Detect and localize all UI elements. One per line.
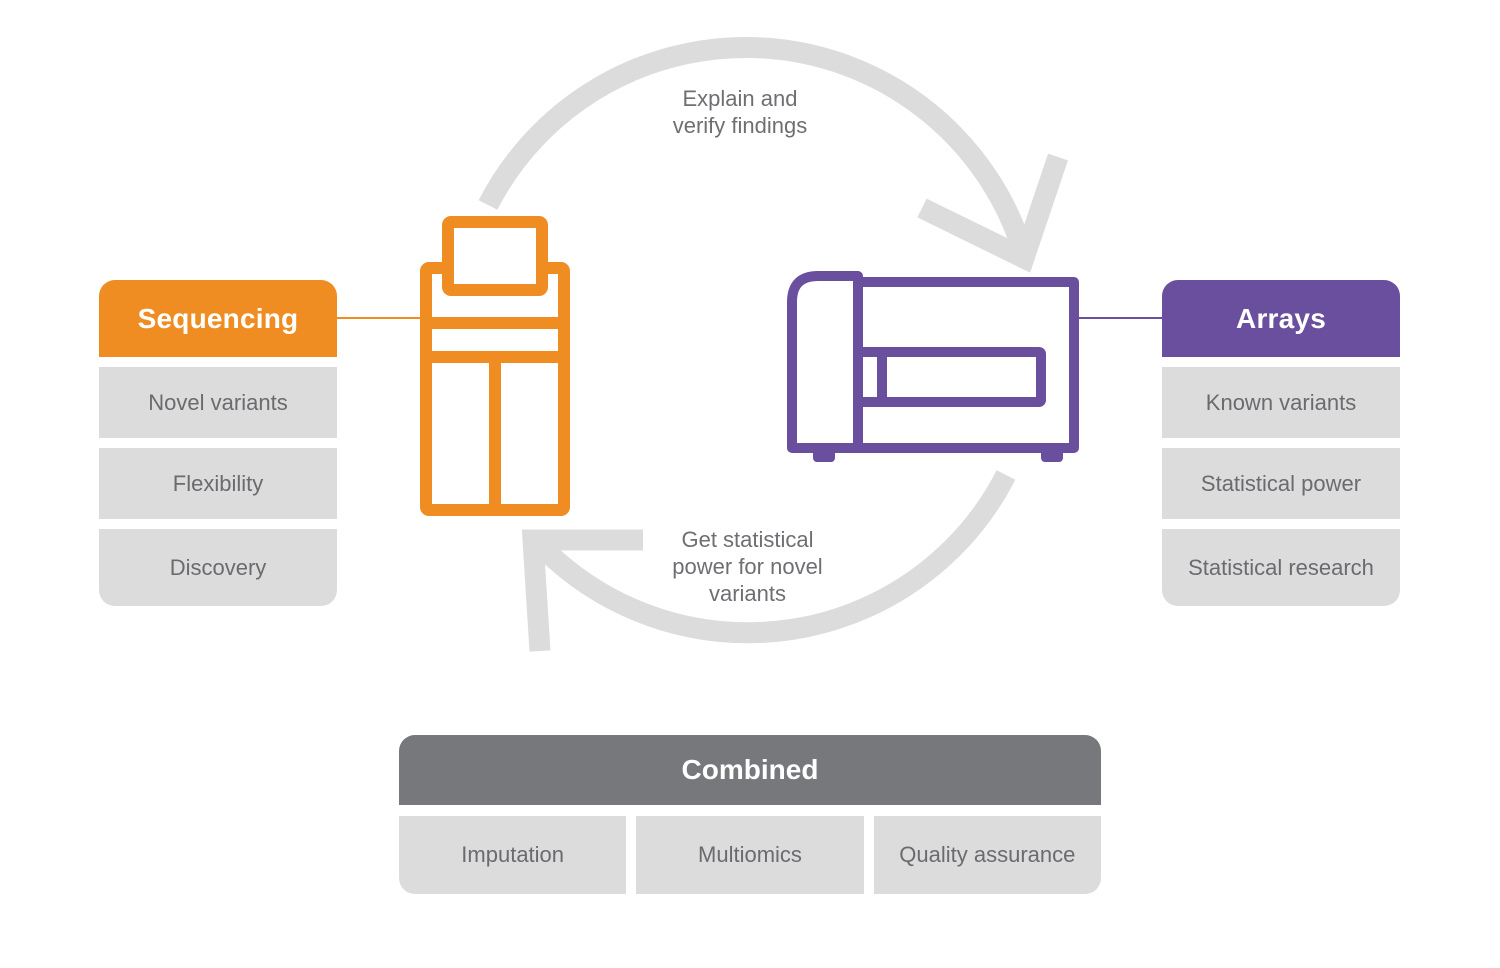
arrays-item-known-variants: Known variants	[1162, 367, 1400, 438]
sequencing-item-novel-variants: Novel variants	[99, 367, 337, 438]
sequencing-header: Sequencing	[99, 280, 337, 357]
cycle-arrow-top-head-icon	[917, 153, 1068, 273]
combined-header: Combined	[399, 735, 1101, 805]
cycle-label-line: power for novel	[672, 554, 823, 579]
sequencer-instrument-icon	[420, 216, 570, 516]
cycle-label-line: verify findings	[672, 113, 808, 138]
cycle-arrow-bottom-head-icon	[521, 529, 643, 652]
arrays-header: Arrays	[1162, 280, 1400, 357]
arrays-item-statistical-power: Statistical power	[1162, 448, 1400, 519]
arrays-panel: Arrays Known variants Statistical power …	[1162, 280, 1400, 606]
scanner-foot-left	[813, 448, 835, 462]
cycle-label-explain-verify: Explain and verify findings	[630, 85, 850, 139]
array-scanner-instrument-icon	[787, 271, 1079, 453]
sequencing-item-flexibility: Flexibility	[99, 448, 337, 519]
cycle-label-line: variants	[708, 581, 787, 606]
cycle-arrow-bottom-arc	[537, 470, 1016, 644]
cycle-arrow-top-arc	[478, 37, 1035, 258]
cycle-label-statistical-power: Get statistical power for novel variants	[630, 526, 865, 607]
cycle-label-line: Get statistical	[681, 527, 814, 552]
combined-item-multiomics: Multiomics	[636, 816, 864, 894]
combined-item-imputation: Imputation	[399, 816, 627, 894]
combined-item-quality-assurance: Quality assurance	[873, 816, 1101, 894]
sequencing-item-discovery: Discovery	[99, 529, 337, 606]
combined-panel: Combined Imputation Multiomics Quality a…	[399, 735, 1101, 894]
combined-items-row: Imputation Multiomics Quality assurance	[399, 816, 1101, 894]
arrays-item-statistical-research: Statistical research	[1162, 529, 1400, 606]
sequencing-panel: Sequencing Novel variants Flexibility Di…	[99, 280, 337, 606]
scanner-foot-right	[1041, 448, 1063, 462]
cycle-label-line: Explain and	[682, 86, 798, 111]
